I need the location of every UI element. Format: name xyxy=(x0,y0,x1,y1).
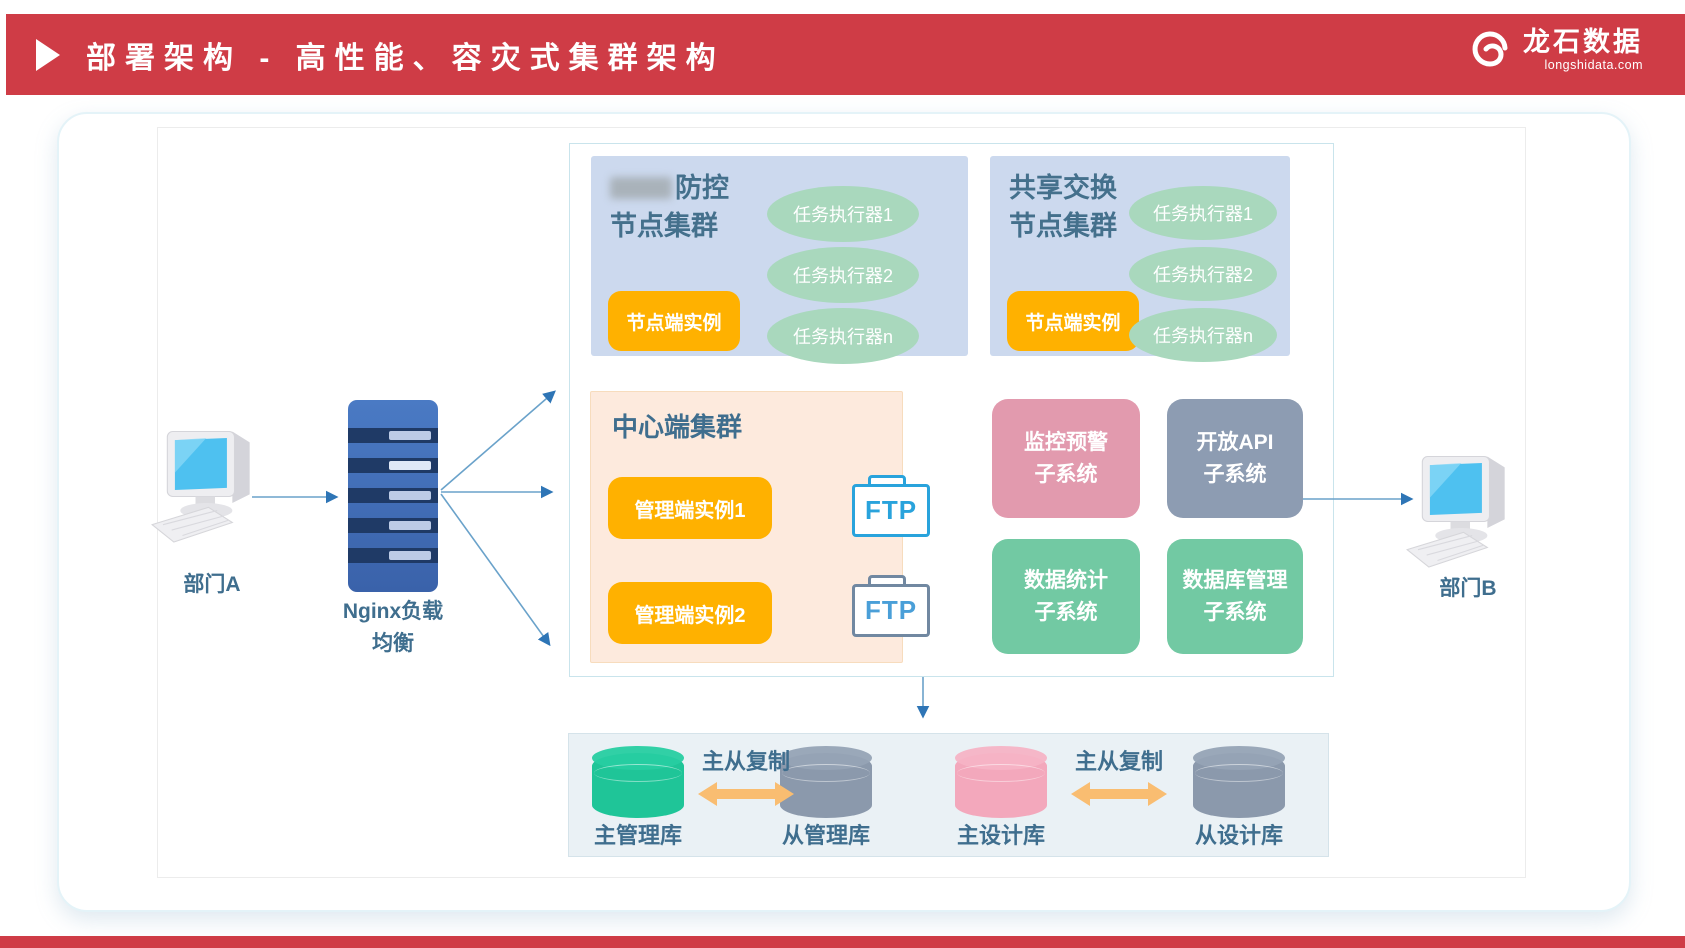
ftp-folder-icon: FTP xyxy=(852,475,930,537)
brand-logo: 龙石数据 longshidata.com xyxy=(1461,28,1643,72)
node-instance-button: 节点端实例 xyxy=(1007,291,1139,351)
replication-group: 主从复制 xyxy=(691,744,801,813)
database-cylinder-slave-mgmt xyxy=(780,746,872,818)
manager-instance-1: 管理端实例1 xyxy=(608,477,772,539)
center-cluster-box: 中心端集群 管理端实例1 管理端实例2 FTP FTP xyxy=(590,391,930,663)
node-group-sharing: 共享交换 节点集群 节点端实例 任务执行器1 任务执行器2 任务执行器n xyxy=(990,156,1290,362)
node-group-1-title: 防控 节点集群 xyxy=(610,173,729,241)
dept-a-label: 部门A xyxy=(183,573,241,596)
db-label: 主设计库 xyxy=(956,823,1045,848)
center-cluster-title: 中心端集群 xyxy=(612,412,743,442)
node-instance-button: 节点端实例 xyxy=(608,291,740,351)
manager-instance-2: 管理端实例2 xyxy=(608,582,772,644)
play-triangle-icon xyxy=(36,38,60,71)
subsystem-monitoring: 监控预警子系统 xyxy=(992,399,1140,518)
task-executor: 任务执行器1 xyxy=(767,186,919,242)
task-executor: 任务执行器2 xyxy=(1129,247,1277,301)
logo-domain: longshidata.com xyxy=(1544,57,1643,72)
subsystem-statistics: 数据统计子系统 xyxy=(992,539,1140,654)
double-arrow-icon xyxy=(1071,782,1167,806)
ftp-folder-icon: FTP xyxy=(852,575,930,637)
censored-text xyxy=(610,177,672,199)
dept-b-label: 部门B xyxy=(1439,577,1497,600)
computer-icon-dept-b xyxy=(1406,455,1505,568)
cloud-swirl-icon xyxy=(1472,31,1508,67)
nginx-label-line1: Nginx负载 xyxy=(342,600,444,623)
db-label: 从设计库 xyxy=(1194,823,1283,848)
node-group-2-title: 共享交换 节点集群 xyxy=(1009,173,1117,241)
double-arrow-icon xyxy=(698,782,794,806)
task-executor: 任务执行器n xyxy=(767,308,919,364)
cluster-container: 防控 节点集群 节点端实例 任务执行器1 任务执行器2 任务执行器n 共享交换 … xyxy=(569,143,1334,677)
database-layer-box: 主管理库 从管理库 主设计库 从设计库 主从复制 主从复制 xyxy=(568,733,1329,857)
task-executor: 任务执行器n xyxy=(1129,308,1277,362)
database-cylinder-slave-design xyxy=(1193,746,1285,818)
footer-bar xyxy=(0,936,1685,948)
replication-group: 主从复制 xyxy=(1064,744,1174,813)
logo-name: 龙石数据 xyxy=(1523,26,1643,57)
db-label: 从管理库 xyxy=(781,823,870,848)
header-bar: 部署架构 - 高性能、容灾式集群架构 龙石数据 longshidata.com xyxy=(6,14,1685,95)
replication-label: 主从复制 xyxy=(1074,749,1163,774)
replication-label: 主从复制 xyxy=(701,749,790,774)
computer-icon-dept-a xyxy=(151,430,250,543)
node-group-fangkong: 防控 节点集群 节点端实例 任务执行器1 任务执行器2 任务执行器n xyxy=(591,156,968,364)
db-label: 主管理库 xyxy=(593,823,682,848)
page-title: 部署架构 - 高性能、容灾式集群架构 xyxy=(86,41,725,75)
task-executor: 任务执行器2 xyxy=(767,247,919,303)
task-executor: 任务执行器1 xyxy=(1129,186,1277,240)
nginx-server-icon xyxy=(348,400,438,592)
nginx-label-line2: 均衡 xyxy=(372,631,414,655)
database-cylinder-master-design xyxy=(955,746,1047,818)
database-cylinder-master-mgmt xyxy=(592,746,684,818)
subsystem-db-management: 数据库管理子系统 xyxy=(1167,539,1303,654)
